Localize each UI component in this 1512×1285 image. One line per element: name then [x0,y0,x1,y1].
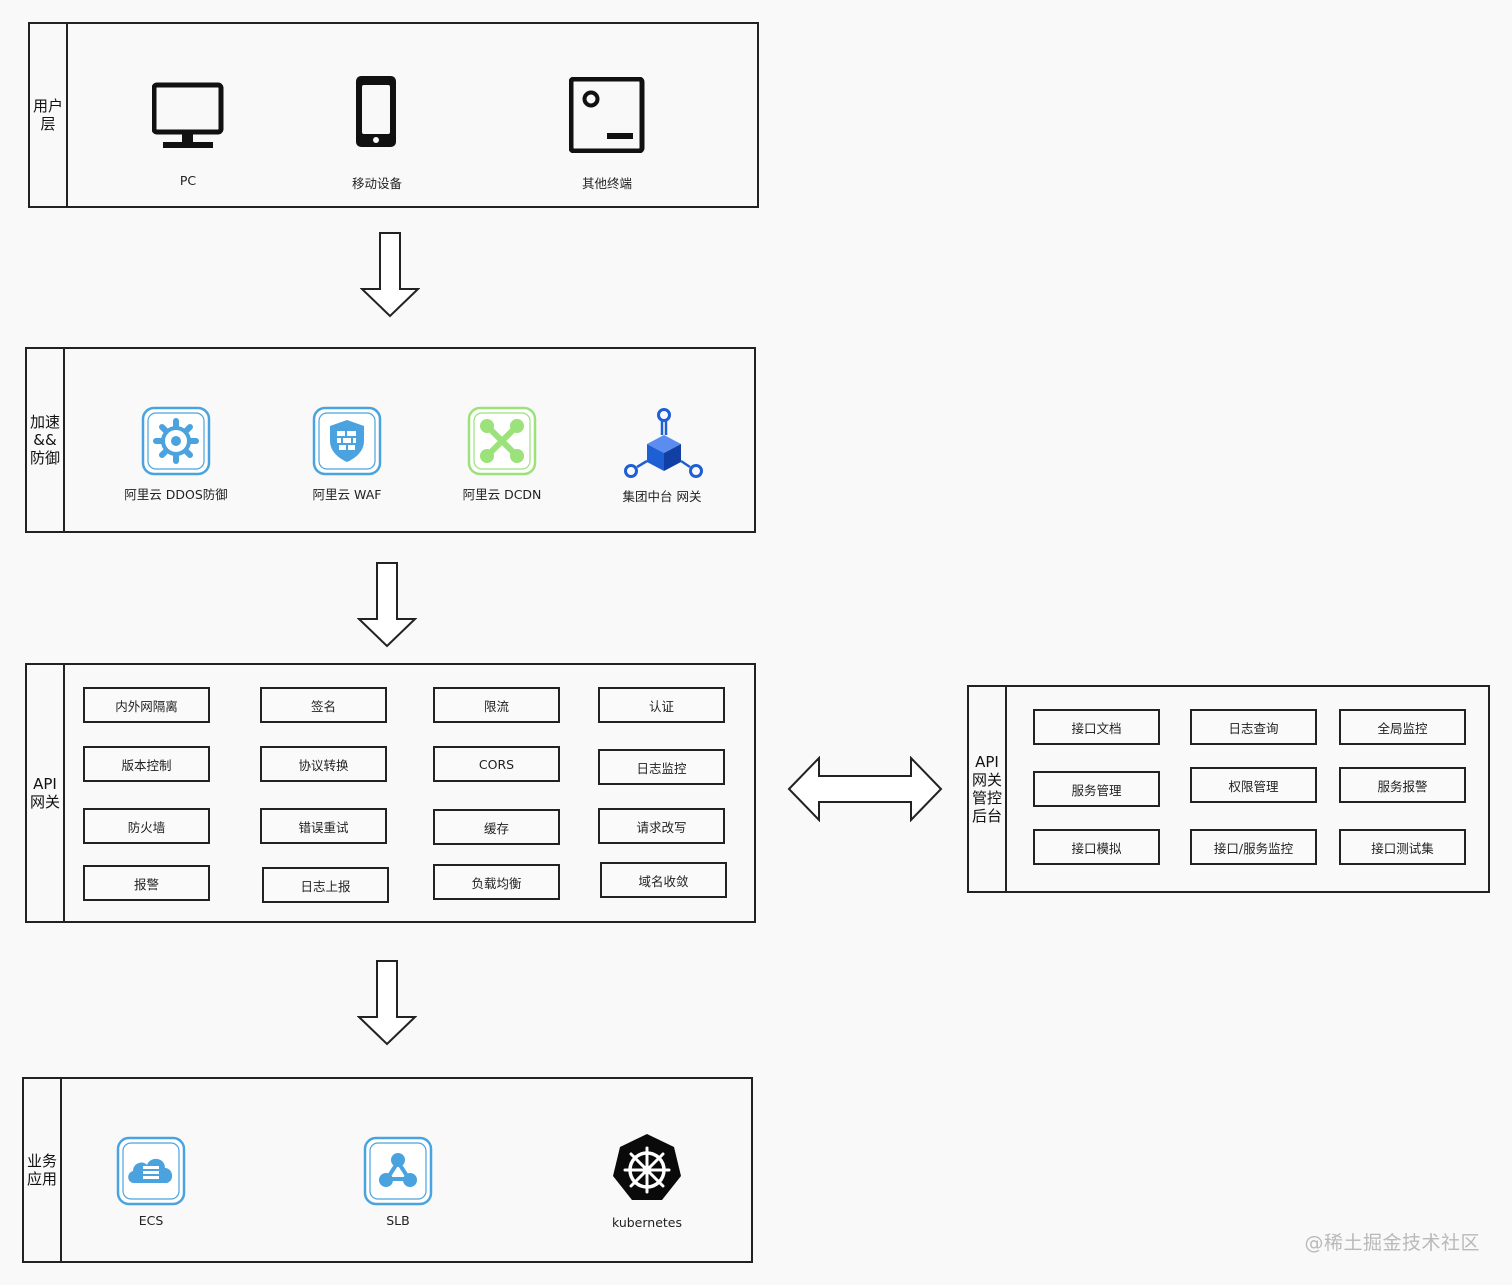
monitor-icon [152,82,224,148]
feature-protocol-conversion[interactable]: 协议转换 [260,746,387,782]
admin-permission-management[interactable]: 权限管理 [1190,767,1317,803]
ddos-gear-icon [141,406,211,476]
ddos-label: 阿里云 DDOS防御 [124,487,228,502]
pc-label: PC [179,173,197,188]
waf-shield-icon [312,406,382,476]
admin-api-service-monitoring[interactable]: 接口/服务监控 [1190,829,1317,865]
group-gateway-label: 集团中台 网关 [622,489,702,504]
admin-api-docs[interactable]: 接口文档 [1033,709,1160,745]
feature-error-retry[interactable]: 错误重试 [260,808,387,844]
admin-service-management[interactable]: 服务管理 [1033,771,1160,807]
mobile-device-item[interactable]: 移动设备 [352,74,402,191]
admin-api-mock[interactable]: 接口模拟 [1033,829,1160,865]
admin-service-alarm[interactable]: 服务报警 [1339,767,1466,803]
user-layer-panel: 用户 层 PC 移动设备 其他终端 [28,22,759,208]
slb-label: SLB [386,1213,410,1228]
business-layer-panel: 业务 应用 ECS SLB [22,1077,753,1263]
ecs-item[interactable]: ECS [116,1136,186,1228]
feature-firewall[interactable]: 防火墙 [83,808,210,844]
kubernetes-label: kubernetes [611,1215,683,1230]
api-admin-panel: API 网关 管控 后台 接口文档 日志查询 全局监控 服务管理 权限管理 服务… [967,685,1490,893]
mobile-phone-icon [356,76,396,147]
accel-defense-layer-label: 加速 && 防御 [27,349,65,531]
ecs-label: ECS [138,1213,164,1228]
feature-load-balancing[interactable]: 负载均衡 [433,864,560,900]
ecs-cloud-icon [116,1136,186,1206]
waf-item[interactable]: 阿里云 WAF [312,406,382,502]
feature-alarm[interactable]: 报警 [83,865,210,901]
down-arrow-icon [360,232,420,318]
dcdn-item[interactable]: 阿里云 DCDN [463,406,541,502]
feature-internal-external-isolation[interactable]: 内外网隔离 [83,687,210,723]
dcdn-network-icon [467,406,537,476]
bidirectional-arrow-icon [787,756,943,822]
feature-log-reporting[interactable]: 日志上报 [262,867,389,903]
user-layer-label: 用户 层 [30,24,68,206]
feature-authentication[interactable]: 认证 [598,687,725,723]
slb-item[interactable]: SLB [363,1136,433,1228]
pc-item[interactable]: PC [152,82,224,188]
down-arrow-icon [357,562,417,648]
dcdn-label: 阿里云 DCDN [462,487,542,502]
watermark: @稀土掘金技术社区 [1304,1232,1480,1254]
ddos-item[interactable]: 阿里云 DDOS防御 [124,406,228,502]
api-gateway-label: API 网关 [27,665,65,921]
waf-label: 阿里云 WAF [312,487,382,502]
feature-cache[interactable]: 缓存 [433,809,560,845]
feature-log-monitoring[interactable]: 日志监控 [598,749,725,785]
feature-domain-convergence[interactable]: 域名收敛 [600,862,727,898]
api-admin-label: API 网关 管控 后台 [969,687,1007,891]
other-terminal-label: 其他终端 [581,176,632,191]
accel-defense-layer-panel: 加速 && 防御 阿里云 DDOS防御 阿 [25,347,756,533]
admin-global-monitoring[interactable]: 全局监控 [1339,709,1466,745]
feature-signature[interactable]: 签名 [260,687,387,723]
kubernetes-helm-icon [613,1134,681,1200]
kubernetes-item[interactable]: kubernetes [611,1133,683,1230]
feature-rate-limit[interactable]: 限流 [433,687,560,723]
admin-api-test-suite[interactable]: 接口测试集 [1339,829,1466,865]
down-arrow-icon [357,960,417,1046]
terminal-icon [569,77,645,153]
feature-request-rewrite[interactable]: 请求改写 [598,808,725,844]
mobile-device-label: 移动设备 [351,176,402,191]
group-gateway-item[interactable]: 集团中台 网关 [621,405,703,504]
api-gateway-panel: API 网关 内外网隔离 签名 限流 认证 版本控制 协议转换 CORS 日志监… [25,663,756,923]
gateway-cube-icon [624,408,703,478]
business-layer-label: 业务 应用 [24,1079,62,1261]
feature-version-control[interactable]: 版本控制 [83,746,210,782]
admin-log-query[interactable]: 日志查询 [1190,709,1317,745]
other-terminal-item[interactable]: 其他终端 [569,77,645,191]
slb-nodes-icon [363,1136,433,1206]
feature-cors[interactable]: CORS [433,746,560,782]
